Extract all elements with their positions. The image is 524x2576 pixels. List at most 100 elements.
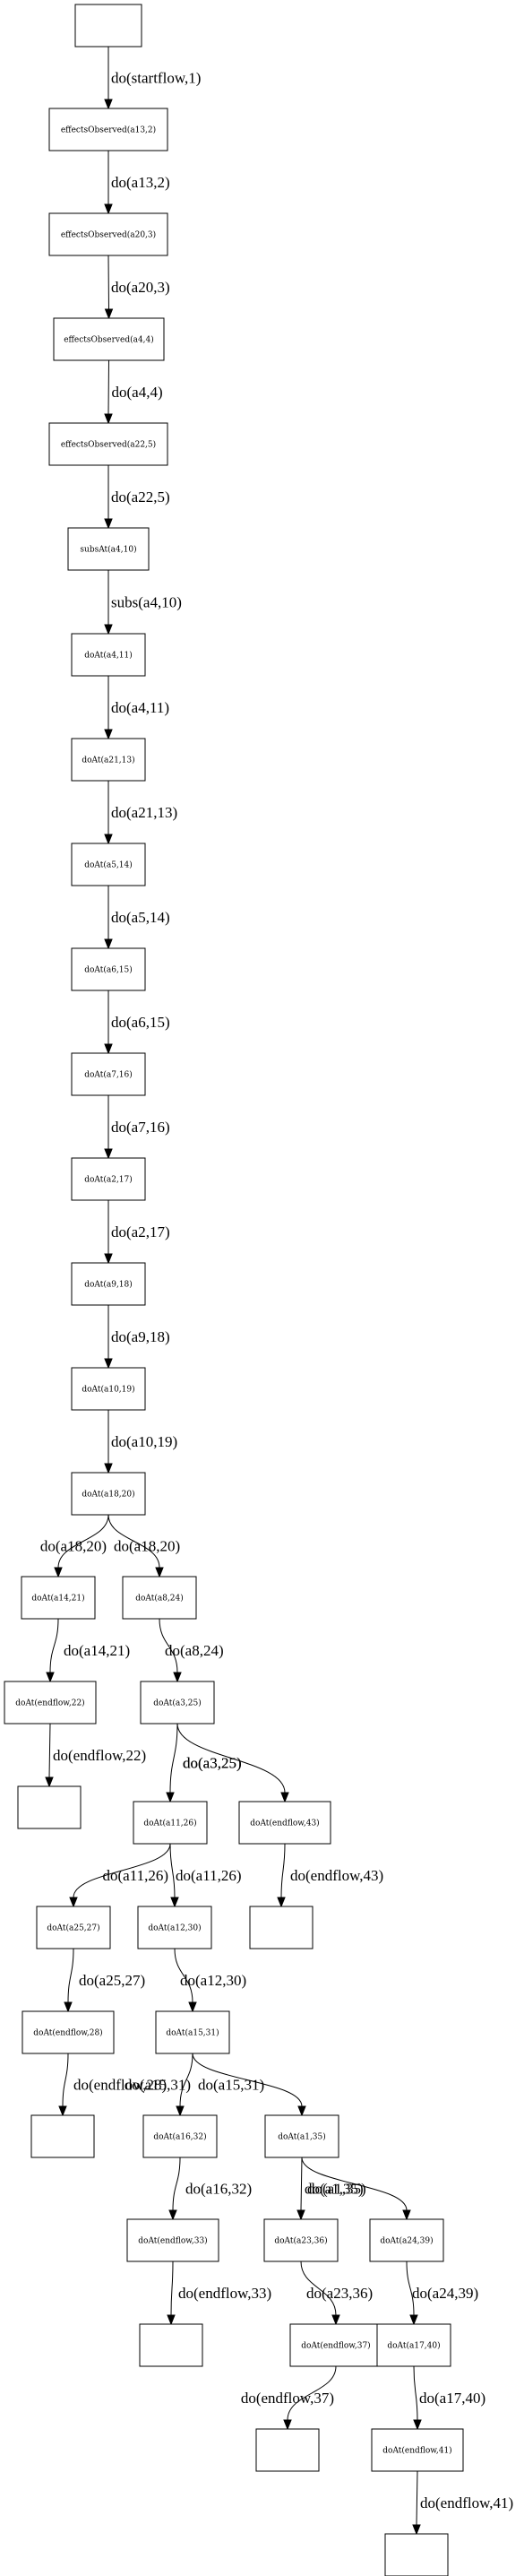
node-box — [74, 4, 142, 48]
arrow-head — [64, 2001, 73, 2013]
arrow-head — [413, 2419, 422, 2431]
edge-label: do(a14,21) — [64, 1642, 130, 1659]
node-label: doAt(a11,26) — [143, 1819, 196, 1828]
node-n38 — [384, 2533, 449, 2576]
edge-line — [107, 1514, 160, 1569]
edge-label: subs(a4,10) — [111, 594, 182, 611]
node-box — [48, 422, 168, 466]
edge-n14-n16: do(a18,20) — [107, 1514, 180, 1578]
edge-n34-n36: do(endflow,37) — [241, 2365, 337, 2431]
node-n37: doAt(endflow,41) — [371, 2428, 464, 2472]
arrow-head — [277, 1897, 286, 1908]
arrow-head — [104, 938, 113, 950]
edge-label: do(endflow,41) — [420, 2494, 513, 2511]
edge-line — [172, 2157, 181, 2211]
edge-n1-n2: do(a13,2) — [104, 151, 170, 215]
arrow-head — [168, 2209, 177, 2221]
node-box — [371, 2428, 464, 2472]
arrow-head — [283, 2419, 292, 2431]
arrow-head — [297, 2105, 306, 2117]
node-n5: subsAt(a4,10) — [67, 527, 150, 571]
node-box — [21, 1576, 96, 1620]
arrow-head — [155, 1567, 164, 1578]
node-n30: doAt(endflow,33) — [126, 2218, 219, 2262]
edge-line — [300, 2157, 303, 2211]
node-n7: doAt(a21,13) — [71, 738, 146, 782]
edge-label: do(a11,26) — [176, 1867, 242, 1884]
node-n8: doAt(a5,14) — [71, 843, 146, 886]
edge-label: do(a1,35) — [305, 2181, 364, 2198]
node-n29: doAt(a1,35) — [264, 2114, 339, 2158]
node-label: doAt(a5,14) — [84, 860, 133, 870]
arrow-head — [104, 624, 113, 635]
arrow-head — [104, 1043, 113, 1055]
edge-label: do(a3,25) — [183, 1755, 242, 1772]
node-n14: doAt(a18,20) — [71, 1472, 146, 1516]
node-label: doAt(endflow,22) — [15, 1699, 84, 1708]
edge-n2-n3: do(a20,3) — [104, 255, 170, 320]
edge-n17-n19: do(endflow,22) — [45, 1723, 146, 1788]
edge-label: do(a15,31) — [125, 2077, 191, 2094]
node-n23: doAt(a12,30) — [137, 1906, 212, 1949]
node-label: doAt(endflow,28) — [33, 2028, 102, 2038]
edge-n26-n29: do(a15,31) — [192, 2053, 306, 2117]
node-box — [71, 1367, 146, 1411]
node-n2: effectsObserved(a20,3) — [48, 212, 168, 256]
node-label: doAt(a12,30) — [148, 1923, 201, 1933]
arrow-head — [104, 1358, 113, 1370]
node-box — [249, 1906, 314, 1949]
edge-label: do(endflow,33) — [178, 2285, 271, 2302]
node-n0 — [74, 4, 142, 48]
node-n27 — [30, 2114, 95, 2158]
arrow-head — [104, 1253, 113, 1265]
node-box — [17, 1785, 82, 1829]
edge-n12-n13: do(a9,18) — [104, 1305, 170, 1370]
node-n1: effectsObserved(a13,2) — [48, 108, 168, 151]
node-n10: doAt(a7,16) — [71, 1052, 146, 1096]
edge-label: do(endflow,37) — [241, 2390, 334, 2407]
node-label: effectsObserved(a20,3) — [61, 230, 156, 240]
arrow-head — [167, 2314, 176, 2326]
edge-label: do(a7,16) — [111, 1119, 170, 1136]
node-label: doAt(a1,35) — [278, 2132, 326, 2142]
edge-n7-n8: do(a21,13) — [104, 781, 177, 845]
arrow-head — [104, 834, 113, 845]
edge-n18-n20: do(a3,25) — [166, 1723, 242, 1803]
node-box — [140, 1681, 215, 1725]
node-box — [133, 1801, 208, 1845]
edge-line — [413, 2365, 418, 2421]
arrow-head — [402, 2209, 411, 2221]
arrow-head — [46, 1672, 55, 1683]
node-n33 — [139, 2323, 203, 2367]
edge-n10-n11: do(a7,16) — [104, 1095, 170, 1160]
edge-label: do(a4,4) — [112, 384, 163, 401]
node-box — [289, 2323, 382, 2367]
edge-n30-n33: do(endflow,33) — [167, 2260, 271, 2326]
edge-label: do(a24,39) — [412, 2285, 478, 2302]
node-box — [71, 843, 146, 886]
edge-n14-n15: do(a18,20) — [40, 1514, 109, 1578]
node-label: doAt(a18,20) — [82, 1490, 134, 1500]
node-box — [376, 2323, 451, 2367]
edge-line — [169, 1843, 176, 1898]
edge-line — [49, 1618, 59, 1673]
edge-label: do(a12,30) — [180, 1972, 246, 1989]
node-n32: doAt(a24,39) — [369, 2218, 444, 2262]
edge-n21-n24: do(endflow,43) — [277, 1843, 383, 1908]
edge-label: do(endflow,22) — [53, 1747, 146, 1764]
arrow-head — [45, 1776, 54, 1788]
edge-n6-n7: do(a4,11) — [104, 676, 169, 740]
edge-label: do(a15,31) — [198, 2077, 264, 2094]
edge-n3-n4: do(a4,4) — [104, 359, 163, 425]
arrow-head — [331, 2314, 340, 2326]
node-n15: doAt(a14,21) — [21, 1576, 96, 1620]
node-label: doAt(a10,19) — [82, 1385, 134, 1395]
node-box — [384, 2533, 449, 2576]
edge-n25-n27: do(endflow,28) — [58, 2053, 167, 2117]
node-box — [155, 2010, 230, 2054]
node-label: doAt(endflow,43) — [250, 1819, 319, 1828]
edge-label: do(a22,5) — [111, 488, 170, 506]
edge-line — [169, 1723, 178, 1794]
edge-line — [280, 1843, 286, 1898]
arrow-head — [176, 2105, 185, 2117]
